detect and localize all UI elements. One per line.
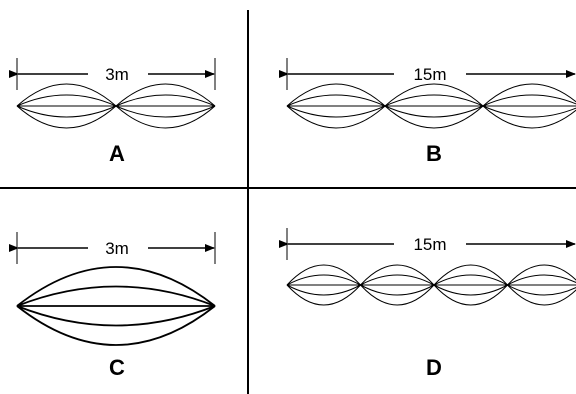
panel-b-length-label: 15m [413,65,446,84]
wave-string [482,105,576,129]
wave-string [16,105,117,118]
wave-string [360,264,435,286]
wave-string [16,266,216,307]
wave-string [507,284,576,296]
wave-string [482,94,576,107]
wave-string [16,94,117,107]
wave-string [482,83,576,107]
wave-string [384,83,484,107]
wave-string [384,105,484,129]
panel-c-wave [16,266,216,346]
panel-c-length-label: 3m [105,239,129,258]
wave-string [433,284,508,296]
wave-string [16,105,117,129]
panel-a-letter: A [109,141,125,166]
panel-d-wave [286,264,576,306]
panel-a: 3m A [8,58,216,166]
wave-string [360,274,435,286]
wave-string [115,105,216,129]
wave-string [16,305,216,346]
panel-d-length-label: 15m [413,235,446,254]
panel-d-letter: D [426,355,442,380]
panel-b: 15m B [279,58,576,166]
wave-string [286,264,361,286]
panel-a-wave [16,83,216,129]
wave-string [433,274,508,286]
wave-string [115,83,216,107]
wave-string [286,274,361,286]
wave-string [286,83,386,107]
wave-string [286,94,386,107]
wave-string [115,105,216,118]
wave-string [115,94,216,107]
wave-string [507,264,576,286]
wave-string [16,305,216,327]
wave-string [482,105,576,118]
wave-string [286,284,361,296]
wave-string [16,83,117,107]
panel-c-letter: C [109,355,125,380]
wave-string [384,94,484,107]
wave-string [360,284,435,306]
panel-d: 15m D [279,228,576,380]
panel-a-length-label: 3m [105,65,129,84]
panel-c: 3m C [8,232,216,380]
wave-string [16,285,216,307]
wave-string [360,284,435,296]
wave-string [286,284,361,306]
wave-string [507,284,576,306]
wave-string [286,105,386,129]
wave-string [507,274,576,286]
panel-b-letter: B [426,141,442,166]
panel-b-wave [286,83,576,129]
wave-string [433,284,508,306]
wave-string [433,264,508,286]
wave-string [384,105,484,118]
wave-string [286,105,386,118]
